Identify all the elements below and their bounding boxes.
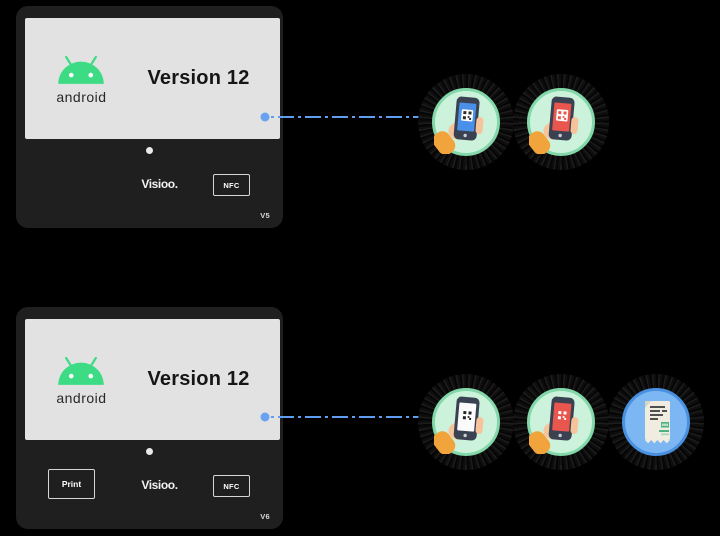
phone-qr-blue-icon xyxy=(418,74,514,170)
phone-hand-art xyxy=(434,396,484,454)
phone-hand-art xyxy=(434,96,484,154)
nfc-button[interactable]: NFC xyxy=(213,475,250,497)
version-tag: V5 xyxy=(260,211,270,220)
android-wordmark: android xyxy=(56,88,107,105)
phone-hand-art xyxy=(529,396,579,454)
camera-dot xyxy=(146,448,153,455)
version-tag: V6 xyxy=(260,512,270,521)
dashed-connector-top xyxy=(260,112,424,122)
brand-logo: Visioo. xyxy=(141,478,178,492)
device-screen: android Version 12 xyxy=(25,319,280,440)
nfc-button[interactable]: NFC xyxy=(213,174,250,196)
brand-logo: Visioo. xyxy=(141,177,178,191)
print-button[interactable]: Print xyxy=(48,469,95,499)
android-robot-icon xyxy=(57,55,106,85)
android-robot-icon xyxy=(57,356,106,386)
android-logo: android xyxy=(55,354,107,406)
receipt-icon xyxy=(608,374,704,470)
phone-qr-red-outline-icon xyxy=(513,374,609,470)
android-wordmark: android xyxy=(56,389,107,406)
phone-hand-art xyxy=(529,96,579,154)
phone-qr-white-icon xyxy=(418,374,514,470)
camera-dot xyxy=(146,147,153,154)
phone-qr-red-icon xyxy=(513,74,609,170)
android-logo: android xyxy=(55,53,107,105)
android-terminal-v6: android Version 12 Print Visioo. NFC V6 xyxy=(16,307,283,529)
receipt-art xyxy=(645,401,670,444)
version-label: Version 12 xyxy=(147,368,250,390)
version-label: Version 12 xyxy=(147,67,250,89)
device-screen: android Version 12 xyxy=(25,18,280,139)
android-terminal-v5: android Version 12 Visioo. NFC V5 xyxy=(16,6,283,228)
dashed-connector-bottom xyxy=(260,412,424,422)
